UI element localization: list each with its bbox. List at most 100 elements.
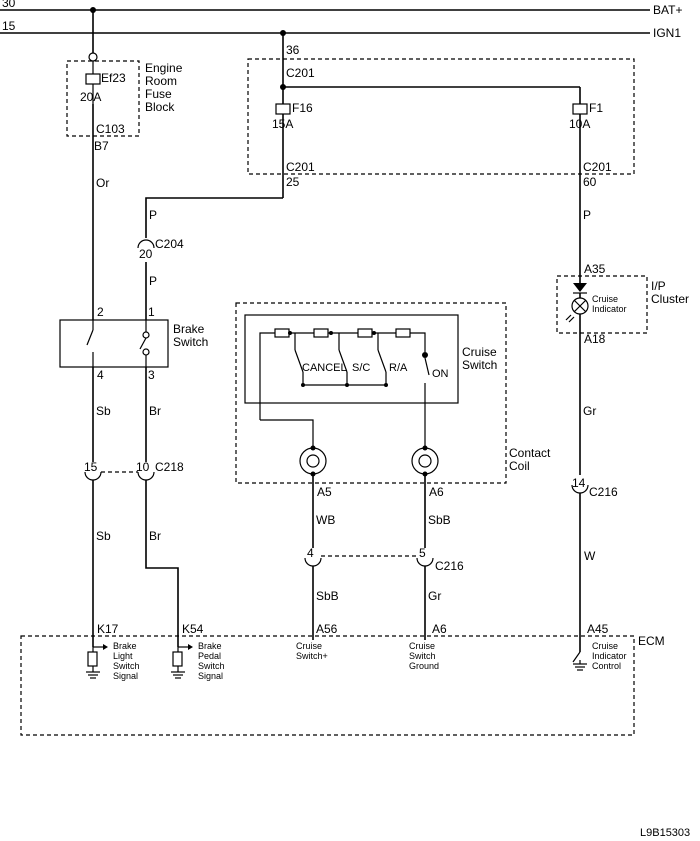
fuse-block-title-1: Engine <box>145 61 183 75</box>
wire-color-or: Or <box>96 176 109 190</box>
ladder-left-lead <box>259 332 275 420</box>
brake-switch-body <box>59 319 169 368</box>
clock-spring-left-top-dot <box>310 445 316 451</box>
resistor-1 <box>274 328 290 338</box>
cancel-blade <box>294 349 304 373</box>
wire-color-p3: P <box>583 208 591 222</box>
brake-contact-right-blade <box>139 337 147 350</box>
ef23-rating: 20A <box>80 90 101 104</box>
brake-contact-right-terminal-2 <box>142 348 150 356</box>
c216-right-name: C216 <box>589 485 618 499</box>
brake-switch-label-2: Switch <box>173 335 208 349</box>
return-node-3 <box>384 383 388 387</box>
ladder-right-lead <box>410 332 426 352</box>
ef23-terminal-top <box>88 52 98 62</box>
resistor-4 <box>395 328 411 338</box>
ecm-label: ECM <box>638 634 665 648</box>
c216-mid-name: C216 <box>435 559 464 573</box>
ecm-pin-a45: A45 <box>587 622 609 636</box>
c218-pin-right: 10 <box>136 460 150 474</box>
c218-connector-left <box>84 471 102 481</box>
cruise-switch-label-1: Cruise <box>462 345 497 359</box>
clock-spring-right-top-dot <box>422 445 428 451</box>
contact-label-sc: S/C <box>352 362 370 374</box>
on-contact-top <box>422 352 428 358</box>
ef23-fuse-symbol <box>85 73 101 85</box>
c201-top-pin: 36 <box>286 43 300 57</box>
clock-spring-right-outer <box>411 447 439 475</box>
coil-link-left <box>260 419 314 448</box>
ecm-pin-a56: A56 <box>316 622 338 636</box>
fuse-block-title-3: Fuse <box>145 87 172 101</box>
clock-spring-right-inner <box>418 454 432 468</box>
cluster-diode-icon <box>573 283 587 292</box>
wire-color-p2: P <box>149 274 157 288</box>
bat-rail-number: 30 <box>2 0 16 10</box>
signal-a45-1: Cruise <box>592 641 618 651</box>
c201-bottom-conn-left: C201 <box>286 160 315 174</box>
cluster-lamp-label-2: Indicator <box>592 304 627 314</box>
c201-bottom-conn-right: C201 <box>583 160 612 174</box>
return-node-1 <box>301 383 305 387</box>
lamp-ray-1 <box>565 314 572 321</box>
resistor-2 <box>313 328 329 338</box>
brake-switch-pin-2: 2 <box>97 305 104 319</box>
figure-id: L9B15303 <box>640 827 690 839</box>
signal-k17-2: Light <box>113 651 133 661</box>
wire-color-br2: Br <box>149 529 161 543</box>
signal-k54-4: Signal <box>198 671 223 681</box>
c218-pin-left: 15 <box>84 460 98 474</box>
ign-rail-label: IGN1 <box>653 26 681 40</box>
signal-k17-4: Signal <box>113 671 138 681</box>
cluster-label-1: I/P <box>651 279 666 293</box>
contact-coil-label-2: Coil <box>509 459 530 473</box>
wire-color-sbb2: SbB <box>316 589 339 603</box>
wire-color-sbb1: SbB <box>428 513 451 527</box>
wire-color-wb: WB <box>316 513 335 527</box>
cluster-pin-top: A35 <box>584 262 606 276</box>
ecm-pin-k54: K54 <box>182 622 204 636</box>
resistor-3 <box>357 328 373 338</box>
signal-k54-1: Brake <box>198 641 222 651</box>
signal-k17-3: Switch <box>113 661 140 671</box>
c201-bottom-pin-right: 60 <box>583 175 597 189</box>
signal-k54-3: Switch <box>198 661 225 671</box>
return-node-2 <box>345 383 349 387</box>
ign-rail-number: 15 <box>2 19 16 33</box>
a45-switch-blade <box>572 651 581 663</box>
brake-contact-left-blade <box>86 329 94 346</box>
signal-a56-1: Cruise <box>296 641 322 651</box>
c204-pin: 20 <box>139 247 153 261</box>
wire-color-br1: Br <box>149 404 161 418</box>
f1-name: F1 <box>589 101 603 115</box>
c216-mid-connector-left <box>304 557 322 567</box>
c201-top-conn: C201 <box>286 66 315 80</box>
cluster-outline <box>556 275 648 334</box>
wire-p-to-c204 <box>145 197 283 238</box>
k17-arrow-icon <box>103 644 108 650</box>
on-contact-blade <box>424 357 430 376</box>
signal-a45-2: Indicator <box>592 651 627 661</box>
clock-spring-left-inner <box>306 454 320 468</box>
contact-coil-outline <box>235 302 507 484</box>
c103-connector: C103 <box>96 122 125 136</box>
wire-color-w: W <box>584 549 596 563</box>
brake-switch-pin-4: 4 <box>97 368 104 382</box>
c216-mid-connector-right <box>416 557 434 567</box>
ecm-outline <box>20 635 635 736</box>
c201-bottom-pin-left: 25 <box>286 175 300 189</box>
cluster-label-2: Cluster <box>651 292 689 306</box>
cluster-pin-bottom: A18 <box>584 332 606 346</box>
c218-name: C218 <box>155 460 184 474</box>
signal-a6-1: Cruise <box>409 641 435 651</box>
ef23-name: Ef23 <box>101 71 126 85</box>
c103-pin: B7 <box>94 139 109 153</box>
lamp-ray-2 <box>568 316 575 323</box>
brake-switch-pin-1: 1 <box>148 305 155 319</box>
clock-spring-left-outer <box>299 447 327 475</box>
signal-a6-2: Switch <box>409 651 436 661</box>
cluster-lamp-label-1: Cruise <box>592 294 618 304</box>
coil-pin-a6: A6 <box>429 485 444 499</box>
